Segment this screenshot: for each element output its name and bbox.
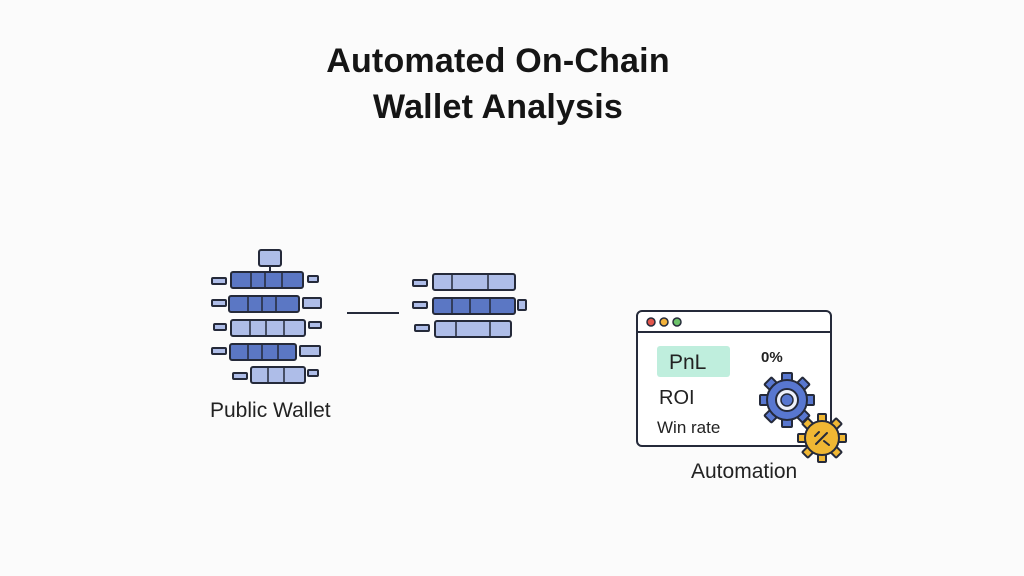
diagram-title: Automated On-Chain Wallet Analysis [0, 38, 996, 130]
automation-label: Automation [691, 460, 798, 483]
title-line-1: Automated On-Chain [326, 42, 670, 80]
public-wallet-label: Public Wallet [210, 399, 331, 422]
pnl-value: 0% [761, 349, 783, 366]
processed-block-stack-icon [412, 273, 527, 338]
window-minimize-dot-icon [659, 317, 669, 327]
pnl-highlight [657, 346, 730, 377]
roi-label: ROI [659, 387, 695, 409]
win-rate-label: Win rate [657, 418, 720, 437]
title-line-2: Wallet Analysis [373, 88, 623, 126]
pnl-label: PnL [669, 351, 706, 374]
blue-gear-icon [759, 372, 815, 428]
public-wallet-block-stack-icon [211, 249, 322, 384]
window-maximize-dot-icon [672, 317, 682, 327]
window-close-dot-icon [646, 317, 656, 327]
yellow-gear-icon [797, 413, 847, 463]
